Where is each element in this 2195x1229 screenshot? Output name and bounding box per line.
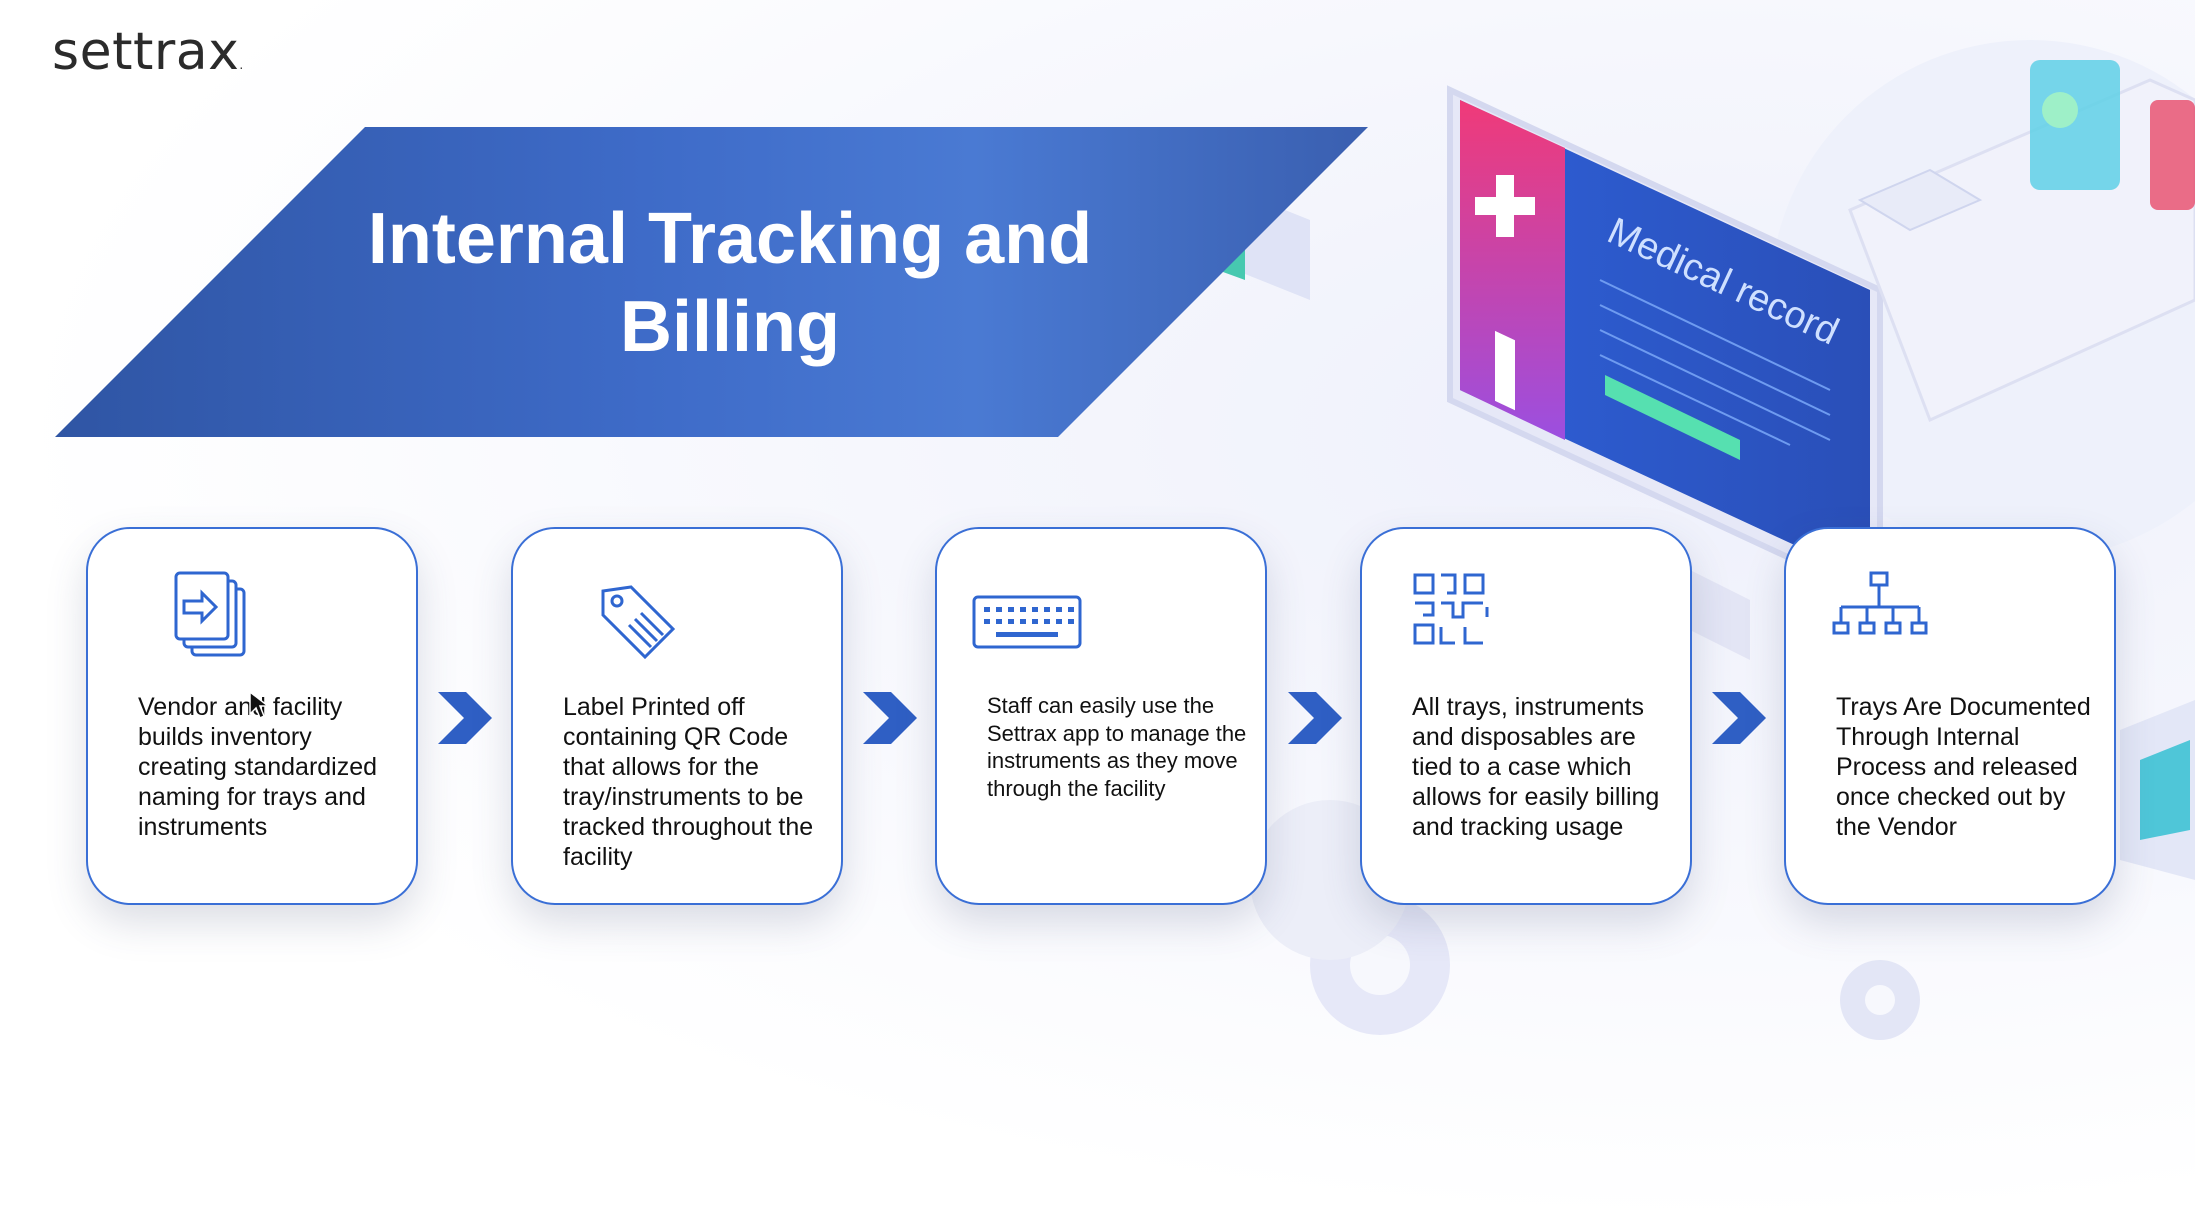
step-4-text: All trays, instruments and disposables a…	[1412, 693, 1660, 841]
mouse-cursor-icon	[249, 690, 270, 720]
tag-icon	[601, 585, 676, 660]
medical-illustration: Medical record	[1190, 40, 2195, 1040]
keyboard-icon	[972, 595, 1082, 649]
step-card-5: Trays Are Documented Through Internal Pr…	[1784, 527, 2116, 905]
settrax-logo: settrax.	[52, 22, 244, 82]
qr-code-icon	[1413, 573, 1489, 645]
step-1-text: Vendor and facility builds inventory cre…	[138, 693, 378, 841]
step-3-text: Staff can easily use the Settrax app to …	[987, 693, 1247, 801]
hierarchy-icon	[1832, 571, 1928, 635]
step-card-4: All trays, instruments and disposables a…	[1360, 527, 1692, 905]
step-card-1: Vendor and facility builds inventory cre…	[86, 527, 418, 905]
step-5-text: Trays Are Documented Through Internal Pr…	[1836, 693, 2091, 841]
page-title: Internal Tracking and Billing	[367, 199, 1093, 367]
step-card-3: Staff can easily use the Settrax app to …	[935, 527, 1267, 905]
chevron-right-icon	[1288, 692, 1342, 744]
chevron-right-icon	[1712, 692, 1766, 744]
step-2-text: Label Printed off containing QR Code tha…	[563, 693, 814, 871]
chevron-right-icon	[438, 692, 492, 744]
step-card-2: Label Printed off containing QR Code tha…	[511, 527, 843, 905]
chevron-right-icon	[863, 692, 917, 744]
documents-transfer-icon	[174, 571, 246, 657]
